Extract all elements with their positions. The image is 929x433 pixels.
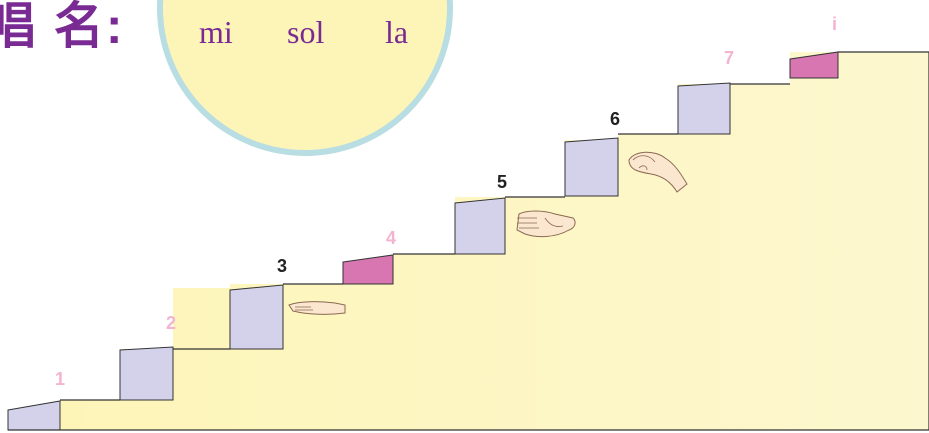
step-label-high-1: i — [832, 14, 837, 35]
step-label-5: 5 — [497, 172, 507, 193]
step-7 — [678, 83, 730, 134]
step-label-4: 4 — [386, 228, 396, 249]
step-5 — [455, 198, 505, 254]
step-4 — [343, 255, 393, 284]
step-2 — [120, 347, 173, 400]
flat-hand-icon — [289, 302, 345, 315]
step-label-2: 2 — [166, 313, 176, 334]
step-label-6: 6 — [610, 109, 620, 130]
step-1 — [8, 401, 60, 430]
step-6 — [565, 138, 618, 196]
step-label-1: 1 — [55, 369, 65, 390]
step-label-3: 3 — [277, 256, 287, 277]
step-label-7: 7 — [724, 48, 734, 69]
step-3 — [230, 285, 283, 349]
